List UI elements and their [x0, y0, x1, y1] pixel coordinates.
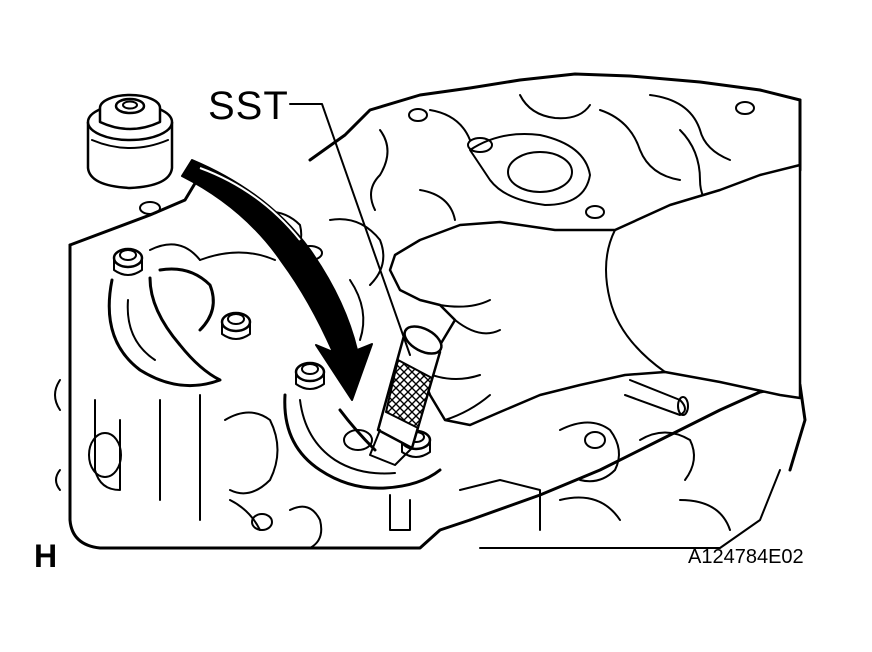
sst-tool: [369, 325, 443, 466]
section-letter: H: [34, 538, 58, 574]
sst-label: SST: [208, 84, 289, 128]
guide-pin: [624, 379, 689, 416]
sst-leader-line: [289, 103, 411, 356]
bolts: [112, 101, 755, 458]
install-direction-arrow: [181, 159, 373, 401]
figure-code: A124784E02: [688, 546, 804, 568]
valve-stem-oil-seal: [86, 93, 174, 190]
center-valve-seat: [283, 393, 442, 490]
left-valve-seat-row: [107, 243, 222, 388]
upper-casting: [199, 94, 731, 341]
lower-casting: [54, 379, 731, 549]
technician-hand: [388, 163, 802, 427]
